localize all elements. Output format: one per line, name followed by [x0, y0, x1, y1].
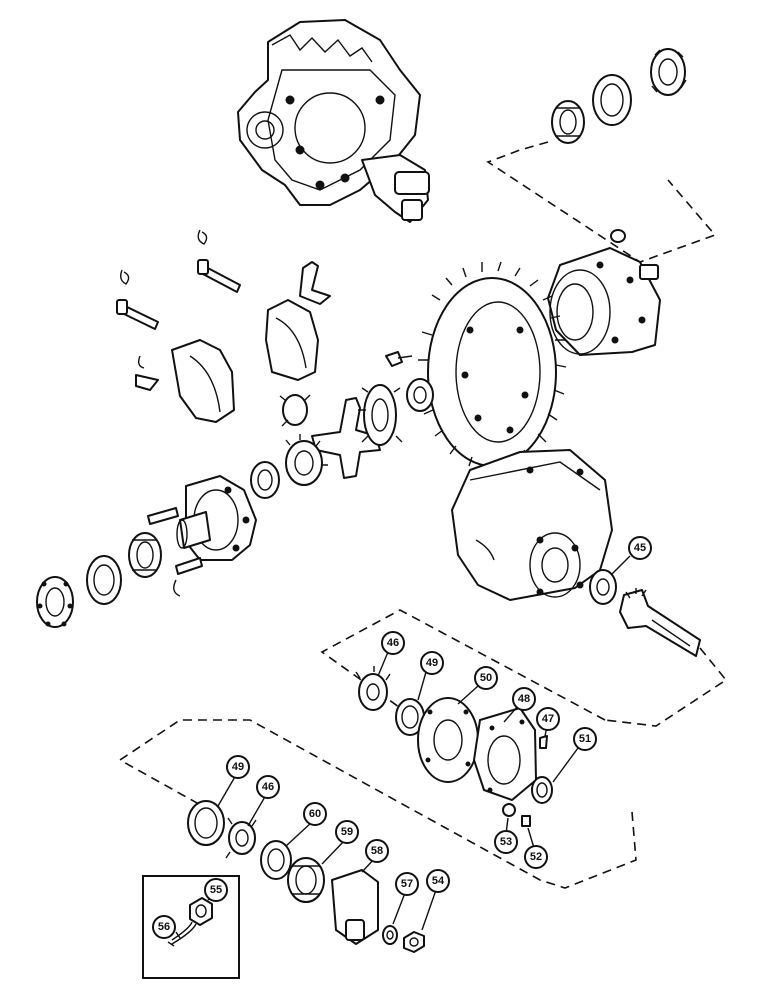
svg-text:59: 59 [341, 826, 353, 838]
svg-text:45: 45 [634, 542, 646, 554]
callout-45: 45 [628, 536, 652, 560]
callout-59: 59 [335, 820, 359, 844]
dashed-group-line-upper [486, 141, 717, 263]
inset-nut-cotter-pin [142, 875, 240, 979]
assembled-differential [237, 19, 430, 223]
pinion-parts-lower [187, 800, 425, 953]
carrier-housing [451, 449, 613, 601]
svg-text:47: 47 [542, 713, 554, 725]
callout-47: 47 [536, 707, 560, 731]
callout-54: 54 [426, 869, 450, 893]
callout-46: 46 [381, 631, 405, 655]
callout-51: 51 [573, 727, 597, 751]
svg-text:55: 55 [210, 884, 222, 896]
differential-case-right [547, 229, 661, 356]
callout-56: 56 [152, 915, 176, 939]
ring-gear-bolt-washer [385, 351, 434, 412]
side-bearings-left [36, 532, 162, 628]
svg-text:60: 60 [309, 808, 321, 820]
ring-gear [417, 261, 567, 472]
pinion-parts-middle [355, 666, 553, 827]
callout-55: 55 [204, 878, 228, 902]
callout-48: 48 [512, 687, 536, 711]
svg-text:48: 48 [518, 693, 530, 705]
svg-text:46: 46 [262, 781, 274, 793]
callout-53: 53 [494, 830, 518, 854]
svg-text:57: 57 [401, 878, 413, 890]
svg-text:58: 58 [371, 845, 383, 857]
svg-text:49: 49 [426, 657, 438, 669]
callout-46: 46 [256, 775, 280, 799]
callout-49: 49 [420, 651, 444, 675]
spider-and-side-gears [250, 384, 403, 499]
svg-text:53: 53 [500, 836, 512, 848]
dashed-group-line-middle [320, 609, 728, 727]
callout-49: 49 [226, 755, 250, 779]
svg-text:54: 54 [432, 875, 445, 887]
pinion-bearing-set-upper [551, 48, 687, 144]
differential-case-left [147, 475, 257, 597]
svg-text:51: 51 [579, 733, 591, 745]
callout-52: 52 [524, 845, 548, 869]
drive-pinion-assembly [589, 569, 701, 657]
svg-text:56: 56 [158, 921, 170, 933]
callout-57: 57 [395, 872, 419, 896]
svg-text:49: 49 [232, 761, 244, 773]
dashed-group-line-lower [118, 719, 637, 889]
svg-text:50: 50 [480, 672, 492, 684]
svg-text:52: 52 [530, 851, 542, 863]
bearing-caps-and-bolts [116, 229, 331, 423]
callout-58: 58 [365, 839, 389, 863]
svg-text:46: 46 [387, 637, 399, 649]
callout-50: 50 [474, 666, 498, 690]
callout-60: 60 [303, 802, 327, 826]
